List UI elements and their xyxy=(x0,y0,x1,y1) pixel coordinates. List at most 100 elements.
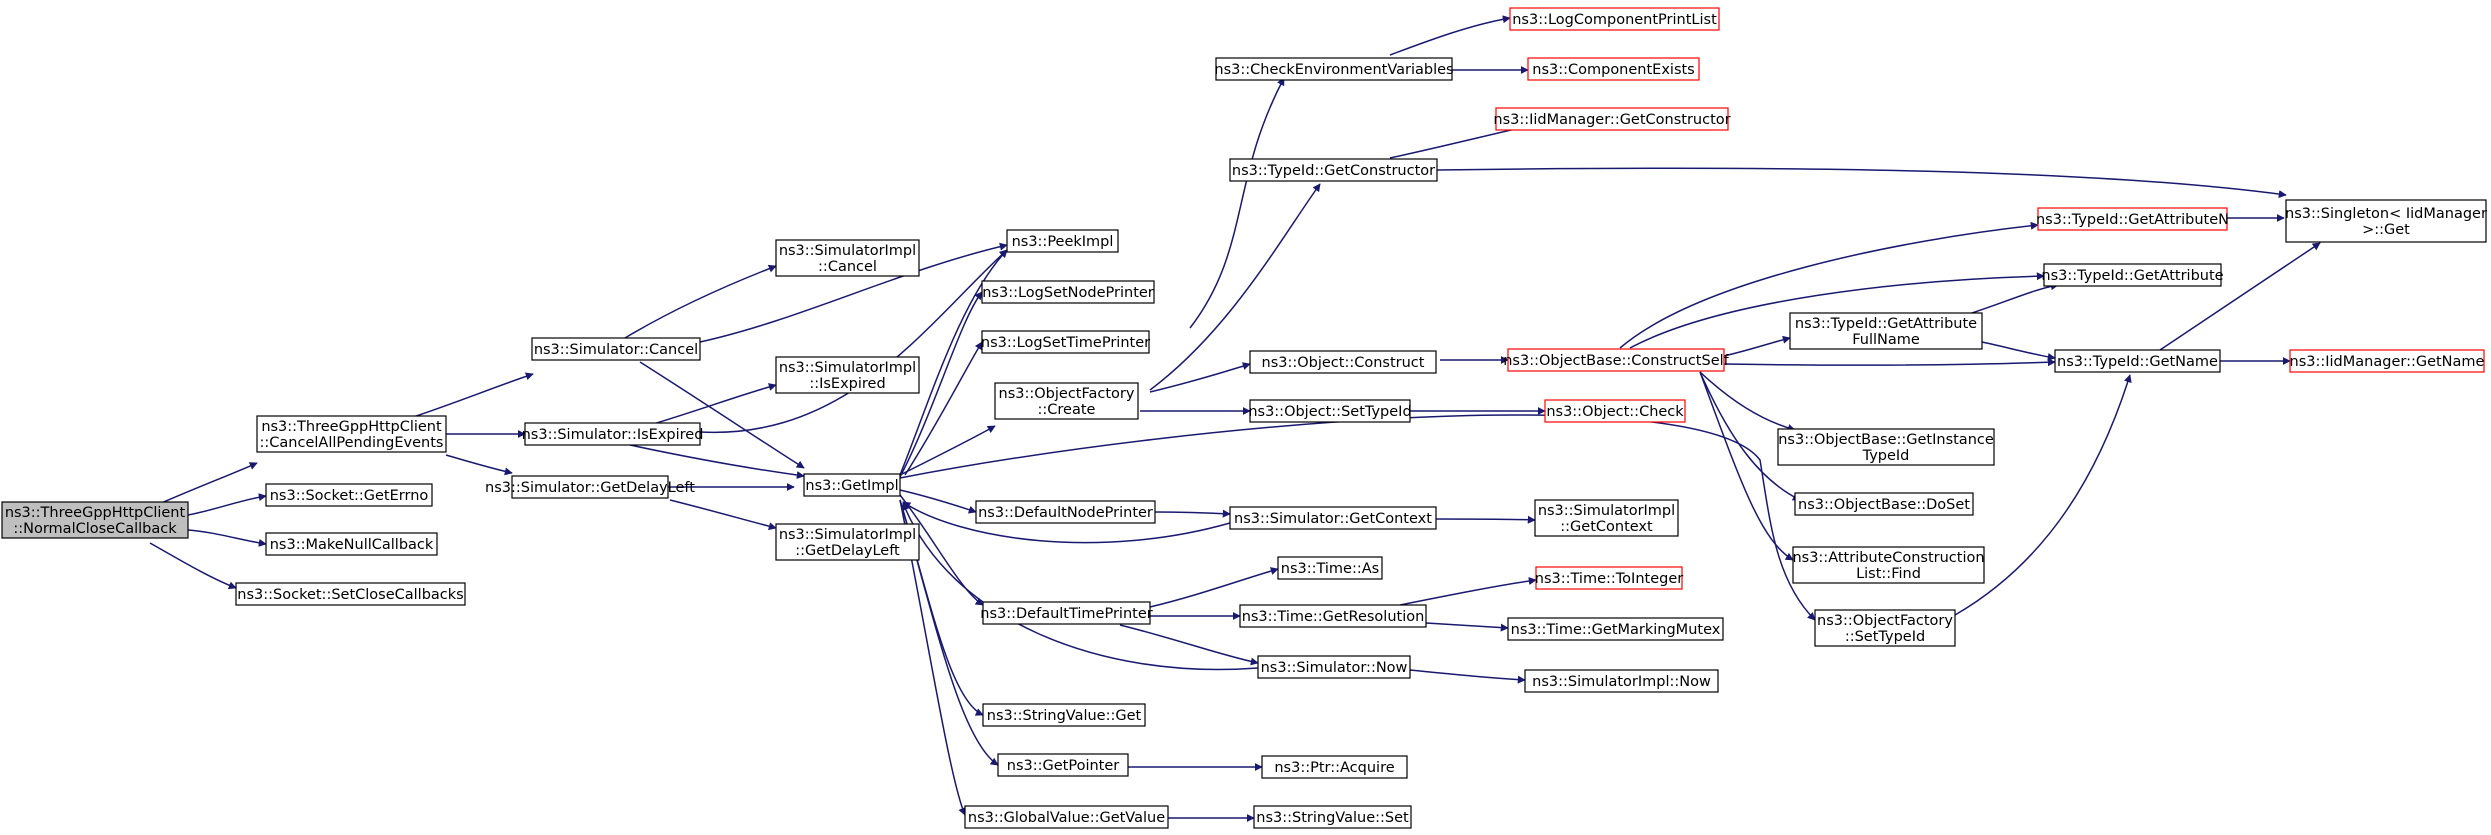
node-box[interactable] xyxy=(1261,755,1408,779)
graph-node-compexists[interactable]: ns3::ComponentExists xyxy=(1527,57,1700,81)
node-box[interactable] xyxy=(1534,499,1679,537)
graph-node-logtime[interactable]: ns3::LogSetTimePrinter xyxy=(981,330,1150,354)
node-box[interactable] xyxy=(981,280,1155,304)
graph-node-ptracq[interactable]: ns3::Ptr::Acquire xyxy=(1261,755,1408,779)
graph-node-lognode[interactable]: ns3::LogSetNodePrinter xyxy=(981,280,1155,304)
node-box[interactable] xyxy=(2037,207,2228,231)
graph-node-singleton[interactable]: ns3::Singleton< IidManager >::Get xyxy=(2285,199,2487,243)
graph-node-tidgetname[interactable]: ns3::TypeId::GetName xyxy=(2054,349,2221,373)
node-box[interactable] xyxy=(1239,604,1427,628)
graph-node-impldelay[interactable]: ns3::SimulatorImpl::GetDelayLeft xyxy=(775,523,920,561)
graph-node-objcheck[interactable]: ns3::Object::Check xyxy=(1544,399,1686,423)
graph-node-cancelAll[interactable]: ns3::ThreeGppHttpClient::CancelAllPendin… xyxy=(256,415,447,453)
node-box[interactable] xyxy=(775,356,920,394)
node-box[interactable] xyxy=(964,805,1169,829)
graph-node-implisexp[interactable]: ns3::SimulatorImpl::IsExpired xyxy=(775,356,920,394)
graph-node-deftime[interactable]: ns3::DefaultTimePrinter xyxy=(980,601,1153,625)
node-box[interactable] xyxy=(235,582,466,606)
graph-node-simisexp[interactable]: ns3::Simulator::IsExpired xyxy=(522,422,704,446)
node-box[interactable] xyxy=(994,382,1139,420)
graph-node-root[interactable]: ns3::ThreeGppHttpClient::NormalCloseCall… xyxy=(1,501,189,539)
graph-node-tidgetattr[interactable]: ns3::TypeId::GetAttribute xyxy=(2041,263,2224,287)
graph-node-defnode[interactable]: ns3::DefaultNodePrinter xyxy=(975,500,1156,524)
graph-node-objconstruct[interactable]: ns3::Object::Construct xyxy=(1249,350,1437,374)
graph-node-obconstructself[interactable]: ns3::ObjectBase::ConstructSelf xyxy=(1503,348,1730,372)
node-box[interactable] xyxy=(531,337,701,361)
node-box[interactable] xyxy=(981,330,1150,354)
node-box[interactable] xyxy=(1814,609,1956,647)
node-box[interactable] xyxy=(265,532,438,556)
graph-node-gvget[interactable]: ns3::GlobalValue::GetValue xyxy=(964,805,1169,829)
node-box[interactable] xyxy=(1006,229,1119,253)
node-box[interactable] xyxy=(2043,263,2222,287)
node-box[interactable] xyxy=(1794,492,1974,516)
graph-node-timegetres[interactable]: ns3::Time::GetResolution xyxy=(1239,604,1427,628)
node-box[interactable] xyxy=(1229,158,1438,182)
node-box[interactable] xyxy=(1253,805,1412,829)
node-box[interactable] xyxy=(1507,348,1725,372)
graph-node-timemutex[interactable]: ns3::Time::GetMarkingMutex xyxy=(1507,617,1724,641)
graph-node-objfcreate[interactable]: ns3::ObjectFactory::Create xyxy=(994,382,1139,420)
graph-node-implnow[interactable]: ns3::SimulatorImpl::Now xyxy=(1524,669,1719,693)
node-box[interactable] xyxy=(803,473,901,497)
node-box[interactable] xyxy=(1792,546,1985,584)
node-box[interactable] xyxy=(1507,617,1724,641)
node-box[interactable] xyxy=(1509,7,1720,31)
node-box[interactable] xyxy=(775,523,920,561)
graph-node-strget[interactable]: ns3::StringValue::Get xyxy=(982,703,1146,727)
node-box[interactable] xyxy=(1777,428,1995,466)
node-box[interactable] xyxy=(1249,399,1411,423)
graph-node-getimpl[interactable]: ns3::GetImpl xyxy=(803,473,901,497)
node-box[interactable] xyxy=(265,483,433,507)
graph-node-makenull[interactable]: ns3::MakeNullCallback xyxy=(265,532,438,556)
node-box[interactable] xyxy=(997,753,1129,777)
node-box[interactable] xyxy=(1,501,189,539)
node-box[interactable] xyxy=(1527,57,1700,81)
node-box[interactable] xyxy=(1257,655,1411,679)
node-box[interactable] xyxy=(775,239,920,277)
node-box[interactable] xyxy=(1249,350,1437,374)
graph-node-checkenv[interactable]: ns3::CheckEnvironmentVariables xyxy=(1214,57,1454,81)
node-box[interactable] xyxy=(1215,57,1453,81)
graph-node-logcomp[interactable]: ns3::LogComponentPrintList xyxy=(1509,7,1720,31)
node-box[interactable] xyxy=(1524,669,1719,693)
node-box[interactable] xyxy=(1544,399,1686,423)
graph-node-simdelay[interactable]: ns3::Simulator::GetDelayLeft xyxy=(485,475,695,499)
node-box[interactable] xyxy=(975,500,1156,524)
graph-node-iidgetname[interactable]: ns3::IidManager::GetName xyxy=(2289,349,2485,373)
node-box[interactable] xyxy=(2054,349,2221,373)
graph-node-geterrno[interactable]: ns3::Socket::GetErrno xyxy=(265,483,433,507)
graph-node-getptr[interactable]: ns3::GetPointer xyxy=(997,753,1129,777)
graph-node-simgetctx[interactable]: ns3::Simulator::GetContext xyxy=(1229,506,1437,530)
node-box[interactable] xyxy=(982,601,1151,625)
node-box[interactable] xyxy=(511,475,669,499)
node-box[interactable] xyxy=(1789,312,1983,350)
node-box[interactable] xyxy=(2285,199,2487,243)
graph-node-objfsettid[interactable]: ns3::ObjectFactory::SetTypeId xyxy=(1814,609,1956,647)
graph-node-setclose[interactable]: ns3::Socket::SetCloseCallbacks xyxy=(235,582,466,606)
graph-node-peekimpl[interactable]: ns3::PeekImpl xyxy=(1006,229,1119,253)
graph-node-simcancel[interactable]: ns3::Simulator::Cancel xyxy=(531,337,701,361)
node-box[interactable] xyxy=(1495,107,1729,131)
node-box[interactable] xyxy=(1277,556,1383,580)
node-box[interactable] xyxy=(1229,506,1437,530)
graph-node-strset[interactable]: ns3::StringValue::Set xyxy=(1253,805,1412,829)
graph-node-implcancel[interactable]: ns3::SimulatorImpl::Cancel xyxy=(775,239,920,277)
node-box[interactable] xyxy=(982,703,1146,727)
graph-node-timetoint[interactable]: ns3::Time::ToInteger xyxy=(1535,566,1683,590)
graph-node-implgetctx[interactable]: ns3::SimulatorImpl::GetContext xyxy=(1534,499,1679,537)
graph-node-objsettid[interactable]: ns3::Object::SetTypeId xyxy=(1248,399,1412,423)
graph-node-tidgetctor[interactable]: ns3::TypeId::GetConstructor xyxy=(1229,158,1438,182)
node-box[interactable] xyxy=(2289,349,2485,373)
graph-node-obdoset[interactable]: ns3::ObjectBase::DoSet xyxy=(1794,492,1974,516)
graph-node-tidgetattrn[interactable]: ns3::TypeId::GetAttributeN xyxy=(2036,207,2229,231)
node-box[interactable] xyxy=(1535,566,1683,590)
node-box[interactable] xyxy=(256,415,447,453)
graph-node-iidgetctor[interactable]: ns3::IidManager::GetConstructor xyxy=(1493,107,1731,131)
graph-node-simnow[interactable]: ns3::Simulator::Now xyxy=(1257,655,1411,679)
graph-node-timeas[interactable]: ns3::Time::As xyxy=(1277,556,1383,580)
node-box[interactable] xyxy=(524,422,701,446)
